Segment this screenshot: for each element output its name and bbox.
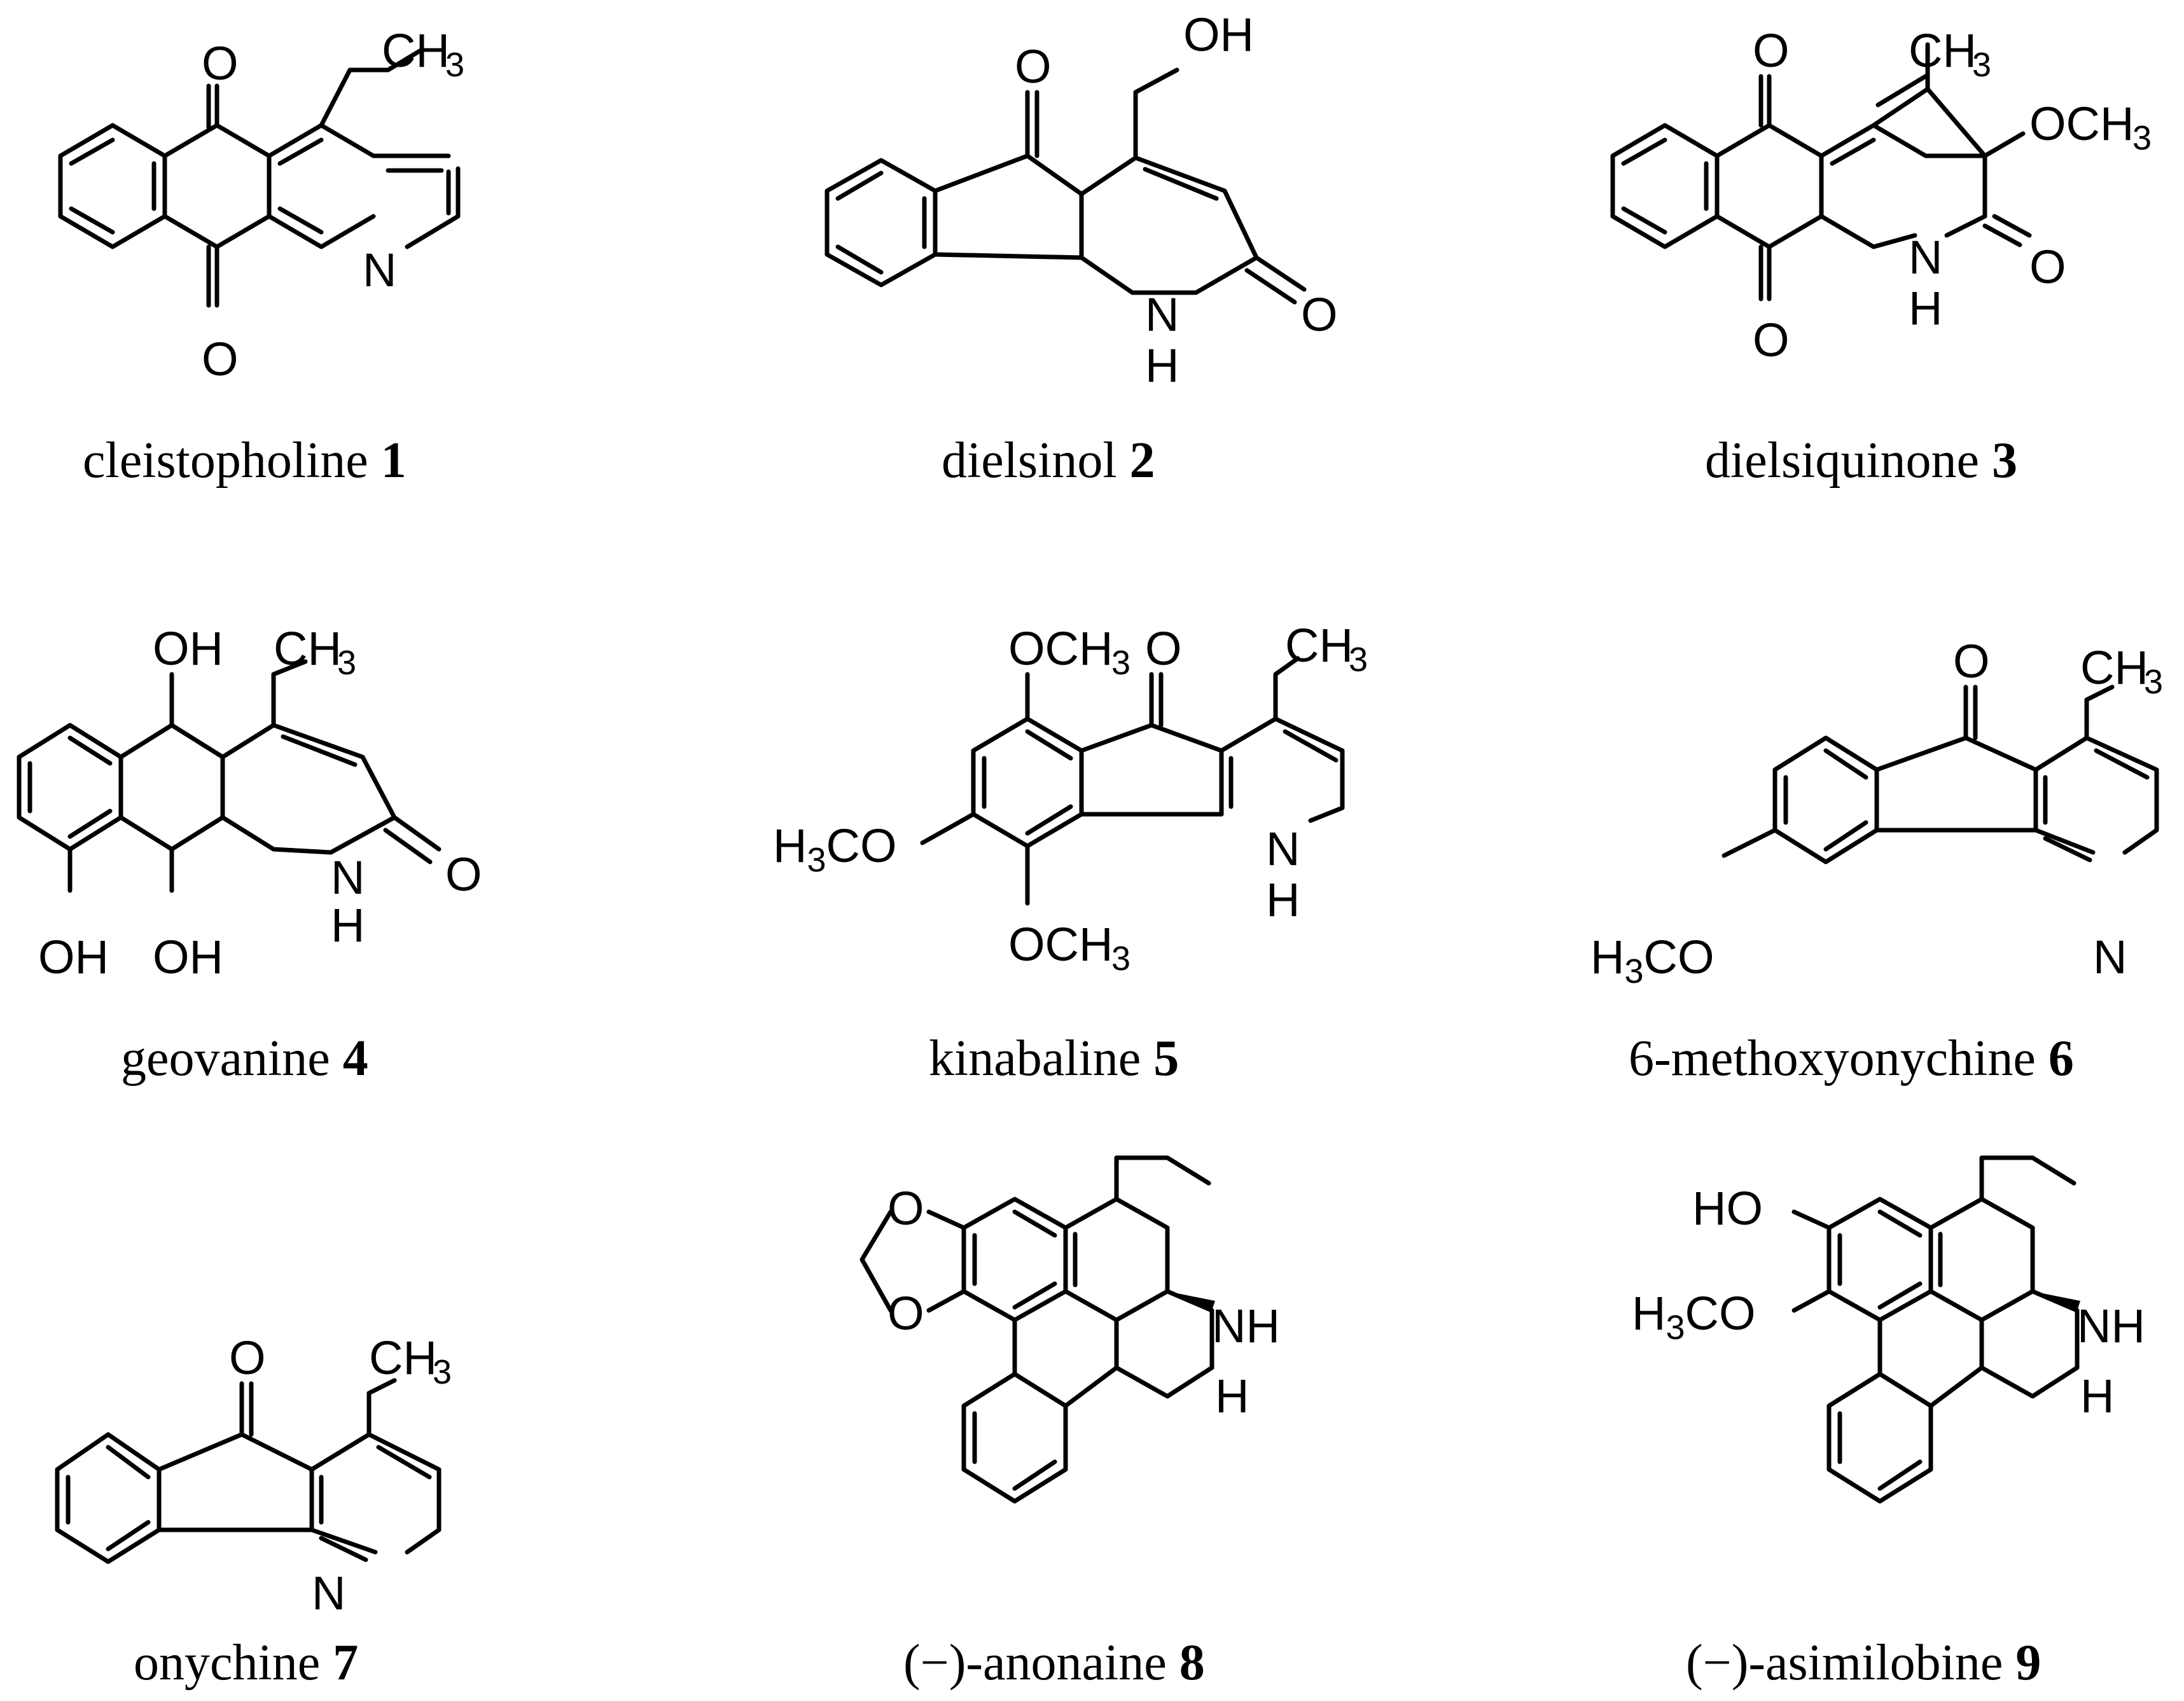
atom-N: N bbox=[363, 244, 396, 296]
atom-N: N bbox=[1145, 288, 1179, 341]
atom-O: O bbox=[1301, 288, 1338, 341]
caption-compound-3: dielsiquinone 3 bbox=[1705, 433, 2017, 489]
atom-H: H bbox=[1215, 1370, 1249, 1422]
methyl-CH: CH bbox=[1909, 24, 1977, 77]
subscript-3: 3 bbox=[337, 644, 356, 682]
subscript-3: 3 bbox=[1349, 641, 1368, 679]
methyl-CH: CH bbox=[274, 622, 342, 675]
structure-anonaine bbox=[859, 1155, 1214, 1504]
hydroxyl-OH: OH bbox=[38, 931, 109, 983]
structure-geovanine bbox=[17, 659, 442, 893]
atom-O: O bbox=[202, 37, 239, 90]
caption-compound-8: (−)-anonaine 8 bbox=[903, 1635, 1205, 1691]
caption-compound-5: kinabaline 5 bbox=[929, 1031, 1179, 1087]
methyl-CH: CH bbox=[369, 1331, 437, 1384]
atom-O: O bbox=[1953, 635, 1990, 688]
structure-kinabaline bbox=[920, 656, 1345, 906]
amine-NH: NH bbox=[2077, 1300, 2145, 1352]
subscript-3: 3 bbox=[1972, 46, 1991, 84]
methoxy-OCH: OCH bbox=[1008, 622, 1113, 675]
methyl-CH: CH bbox=[2080, 641, 2148, 694]
atom-H: H bbox=[2080, 1370, 2114, 1422]
atom-H: H bbox=[1909, 282, 1942, 335]
caption-compound-4: geovanine 4 bbox=[121, 1031, 368, 1087]
atom-N: N bbox=[1909, 231, 1942, 284]
hydroxyl-OH: OH bbox=[1183, 8, 1254, 61]
atom-N: N bbox=[1266, 823, 1300, 875]
caption-compound-6: 6-methoxyonychine 6 bbox=[1629, 1031, 2074, 1087]
subscript-3: 3 bbox=[2132, 119, 2152, 157]
atom-H: H bbox=[331, 899, 365, 952]
methyl-CH: CH bbox=[1285, 619, 1353, 672]
atom-N: N bbox=[312, 1567, 345, 1620]
structure-dielsinol bbox=[824, 67, 1307, 305]
subscript-3: 3 bbox=[433, 1353, 452, 1391]
atom-O: O bbox=[1753, 24, 1790, 77]
atom-H: H bbox=[1145, 339, 1179, 392]
atom-O: O bbox=[887, 1287, 924, 1340]
hydroxyl-OH: OH bbox=[153, 622, 223, 675]
atom-O: O bbox=[2029, 240, 2066, 293]
structure-6-methoxyonychine bbox=[1721, 684, 2159, 864]
amine-NH: NH bbox=[1212, 1300, 1280, 1352]
caption-compound-2: dielsinol 2 bbox=[942, 433, 1155, 489]
atom-O: O bbox=[887, 1182, 924, 1235]
methoxy-H3CO: H3CO bbox=[773, 819, 897, 879]
atom-O: O bbox=[445, 848, 482, 901]
structure-onychine bbox=[55, 1378, 442, 1564]
atom-N: N bbox=[331, 851, 365, 904]
caption-compound-9: (−)-asimilobine 9 bbox=[1686, 1635, 2041, 1691]
caption-compound-1: cleistopholine 1 bbox=[83, 433, 407, 489]
subscript-3: 3 bbox=[2144, 663, 2163, 701]
structure-cleistopholine bbox=[58, 48, 461, 308]
methoxy-H3CO: H3CO bbox=[1590, 931, 1715, 990]
structure-asimilobine bbox=[1791, 1155, 2080, 1504]
atom-O: O bbox=[229, 1331, 266, 1384]
atom-N: N bbox=[2093, 931, 2127, 983]
methoxy-H3CO: H3CO bbox=[1632, 1287, 1756, 1347]
hydroxyl-OH: OH bbox=[153, 931, 223, 983]
subscript-3: 3 bbox=[1111, 940, 1130, 978]
atom-O: O bbox=[1753, 314, 1790, 366]
structure-dielsiquinone bbox=[1610, 42, 2032, 302]
subscript-3: 3 bbox=[445, 46, 464, 84]
caption-compound-7: onychine 7 bbox=[134, 1635, 358, 1691]
stereo-wedge bbox=[2033, 1291, 2080, 1310]
stereo-wedge bbox=[1167, 1291, 1215, 1310]
atom-O: O bbox=[1015, 40, 1052, 93]
subscript-3: 3 bbox=[1111, 644, 1130, 682]
atom-O: O bbox=[1145, 622, 1182, 675]
methyl-CH: CH bbox=[382, 24, 450, 77]
hydroxyl-HO: HO bbox=[1692, 1182, 1763, 1235]
methoxy-OCH: OCH bbox=[1008, 918, 1113, 971]
atom-O: O bbox=[202, 333, 239, 385]
atom-H: H bbox=[1266, 873, 1300, 926]
methoxy-OCH: OCH bbox=[2029, 97, 2134, 150]
